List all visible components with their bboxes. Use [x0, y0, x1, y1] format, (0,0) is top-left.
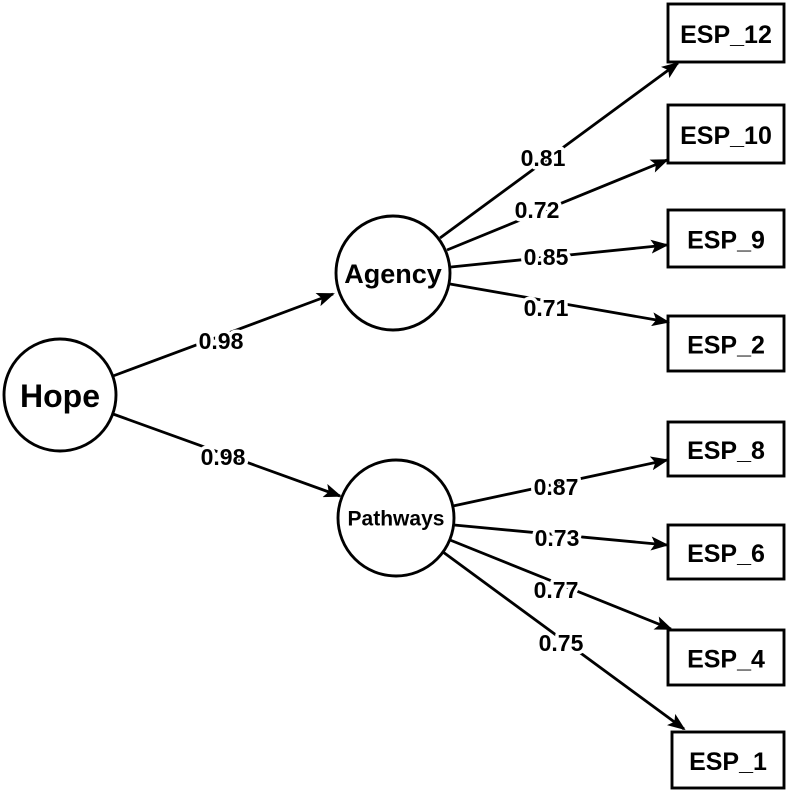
latent-node-hope: Hope	[2, 337, 118, 453]
loading-label-agency-to-esp_12: 0.81	[521, 145, 566, 171]
observed-rect-esp_4	[666, 628, 786, 687]
latent-circle-agency	[334, 214, 452, 332]
observed-node-esp_9: ESP_9	[666, 208, 786, 269]
loading-label-pathways-to-esp_4: 0.77	[534, 577, 579, 603]
observed-rect-esp_12	[666, 2, 786, 64]
observed-node-esp_12: ESP_12	[666, 2, 786, 64]
observed-rect-esp_1	[670, 730, 786, 790]
path-arrow-agency-to-esp_9	[450, 239, 669, 269]
observed-node-esp_4: ESP_4	[666, 628, 786, 687]
observed-node-esp_1: ESP_1	[670, 730, 786, 790]
path-arrow-hope-to-pathways	[112, 412, 342, 498]
path-arrow-pathways-to-esp_4	[449, 538, 673, 631]
observed-rect-esp_6	[666, 523, 786, 581]
observed-rect-esp_8	[666, 420, 786, 478]
loading-label-agency-to-esp_10: 0.72	[515, 197, 560, 223]
latent-label-agency: Agency	[344, 259, 442, 289]
path-arrow-agency-to-esp_10	[446, 158, 669, 252]
observed-rect-esp_9	[666, 208, 786, 269]
observed-rect-esp_2	[666, 314, 786, 373]
observed-rect-esp_10	[666, 103, 786, 165]
path-arrow-pathways-to-esp_8	[452, 456, 669, 508]
loading-label-hope-to-pathways: 0.98	[201, 444, 246, 470]
loading-label-agency-to-esp_2: 0.71	[524, 295, 569, 321]
observed-label-esp_9: ESP_9	[687, 227, 765, 255]
observed-label-esp_1: ESP_1	[689, 748, 767, 776]
latent-label-pathways: Pathways	[348, 508, 445, 531]
latent-circle-hope	[2, 337, 118, 453]
loading-label-pathways-to-esp_6: 0.73	[535, 525, 580, 551]
latent-node-pathways: Pathways	[336, 458, 456, 578]
observed-node-esp_6: ESP_6	[666, 523, 786, 581]
latent-circle-pathways	[336, 458, 456, 578]
observed-label-esp_12: ESP_12	[680, 21, 772, 49]
observed-label-esp_2: ESP_2	[687, 332, 765, 360]
observed-node-esp_10: ESP_10	[666, 103, 786, 165]
latent-label-hope: Hope	[20, 378, 100, 414]
latent-node-agency: Agency	[334, 214, 452, 332]
observed-label-esp_4: ESP_4	[687, 646, 765, 674]
observed-node-esp_8: ESP_8	[666, 420, 786, 478]
path-arrow-agency-to-esp_2	[449, 282, 670, 327]
path-arrow-pathways-to-esp_1	[442, 550, 686, 731]
loading-label-hope-to-agency: 0.98	[199, 328, 244, 354]
loading-label-pathways-to-esp_1: 0.75	[539, 630, 584, 656]
observed-label-esp_8: ESP_8	[687, 437, 765, 465]
loading-label-agency-to-esp_9: 0.85	[524, 244, 569, 270]
loading-label-pathways-to-esp_8: 0.87	[534, 474, 579, 500]
observed-node-esp_2: ESP_2	[666, 314, 786, 373]
path-arrow-pathways-to-esp_6	[453, 523, 669, 551]
path-arrow-agency-to-esp_12	[439, 61, 680, 240]
path-arrow-hope-to-agency	[112, 292, 335, 378]
observed-label-esp_6: ESP_6	[687, 540, 765, 568]
observed-label-esp_10: ESP_10	[680, 122, 772, 150]
